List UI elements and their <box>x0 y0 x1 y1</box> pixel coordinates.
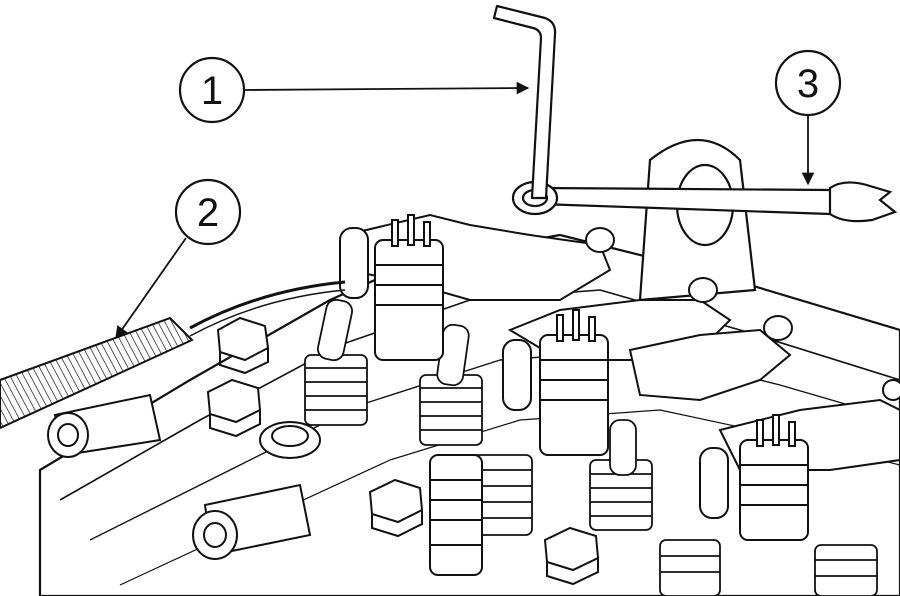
injector-2 <box>539 309 609 456</box>
spring-3 <box>469 454 533 536</box>
spring-5 <box>659 539 721 596</box>
callout-1-label: 1 <box>201 69 223 113</box>
callout-3-label: 3 <box>797 62 819 106</box>
manifold-studs <box>47 316 600 586</box>
callout-2-circle <box>174 178 242 246</box>
stud-2 <box>192 483 312 560</box>
injector-4 <box>429 454 483 576</box>
spring-1 <box>304 298 368 426</box>
rocker-arm-3 <box>628 315 793 402</box>
callout-2-leader <box>115 237 187 340</box>
callout-1: 1 <box>178 56 530 124</box>
spring-4 <box>589 419 653 531</box>
callout-3: 3 <box>774 49 842 186</box>
injector-1 <box>374 214 444 361</box>
valve-springs <box>304 298 878 596</box>
stud-1 <box>47 393 162 458</box>
callout-2: 2 <box>115 178 242 340</box>
hex-bolt-2 <box>206 378 262 438</box>
hex-bolt-1 <box>216 316 270 375</box>
spring-6 <box>814 544 878 596</box>
spring-2 <box>419 323 483 446</box>
washer-nut <box>259 421 321 459</box>
callout-2-label: 2 <box>197 191 219 235</box>
hex-bolt-4 <box>543 526 600 586</box>
injectors <box>374 214 809 576</box>
lifting-bracket <box>638 139 757 302</box>
injector-3 <box>739 414 809 541</box>
callout-1-leader <box>243 81 530 95</box>
allen-key <box>492 4 557 200</box>
feeler-gauge <box>0 280 346 430</box>
hex-bolt-3 <box>368 478 424 538</box>
